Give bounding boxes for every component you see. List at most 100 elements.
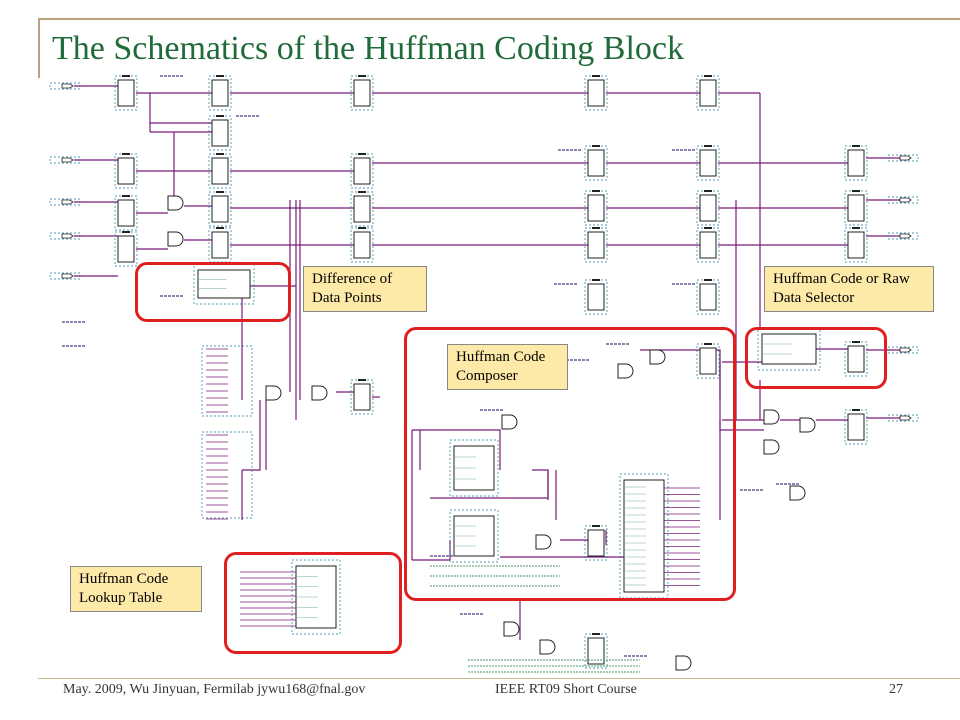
- gate-body: [617, 363, 634, 379]
- register-block: [584, 525, 608, 561]
- annotation-marks: [62, 75, 800, 673]
- mux-block: [619, 473, 669, 599]
- io-port: [887, 346, 919, 354]
- register-body: [353, 157, 371, 185]
- io-port: [49, 82, 81, 90]
- port-arrow: [899, 347, 912, 353]
- port-outline: [887, 232, 919, 240]
- logic-gate: [167, 231, 184, 247]
- register-block: [208, 75, 232, 111]
- register-block: [350, 191, 374, 227]
- wire: [412, 429, 501, 470]
- footer-center: IEEE RT09 Short Course: [495, 682, 637, 697]
- gate-body: [539, 639, 556, 655]
- port-outline: [49, 156, 81, 164]
- port-arrow: [61, 273, 74, 279]
- logic-gate: [503, 621, 520, 637]
- logic-gate: [535, 534, 552, 550]
- register-block: [696, 190, 720, 226]
- port-arrow: [899, 415, 912, 421]
- gate-body: [763, 439, 780, 455]
- register-block: [208, 191, 232, 227]
- highlight-selector: [745, 327, 887, 389]
- io-port: [49, 198, 81, 206]
- io-port: [887, 414, 919, 422]
- register-body: [353, 79, 371, 107]
- port-outline: [887, 346, 919, 354]
- register-body: [211, 119, 229, 147]
- mux-outline: [449, 439, 499, 497]
- bus-outline: [201, 431, 253, 519]
- register-body: [847, 413, 865, 441]
- register-body: [211, 79, 229, 107]
- register-block: [584, 190, 608, 226]
- register-body: [699, 347, 717, 375]
- register-block: [208, 115, 232, 151]
- register-body: [587, 283, 605, 311]
- port-outline: [49, 272, 81, 280]
- logic-gate: [763, 439, 780, 455]
- register-block: [696, 279, 720, 315]
- register-block: [844, 409, 868, 445]
- footer-rule: [38, 678, 960, 679]
- register-block: [584, 145, 608, 181]
- register-body: [847, 231, 865, 259]
- port-arrow: [61, 157, 74, 163]
- wire: [430, 469, 549, 499]
- register-body: [587, 231, 605, 259]
- register-block: [114, 231, 138, 267]
- components: [49, 75, 919, 673]
- port-arrow: [899, 233, 912, 239]
- left-rule: [38, 18, 40, 78]
- register-body: [211, 195, 229, 223]
- gate-body: [503, 621, 520, 637]
- register-body: [117, 79, 135, 107]
- gate-body: [675, 655, 692, 671]
- mux-block: [449, 509, 499, 563]
- io-port: [49, 272, 81, 280]
- register-body: [353, 383, 371, 411]
- port-outline: [887, 414, 919, 422]
- port-outline: [887, 154, 919, 162]
- gate-body: [311, 385, 328, 401]
- register-block: [584, 633, 608, 669]
- register-block: [350, 153, 374, 189]
- mux-outline: [449, 509, 499, 563]
- register-body: [587, 149, 605, 177]
- register-body: [117, 157, 135, 185]
- callout-lookup: Huffman Code Lookup Table: [70, 566, 202, 612]
- gate-body: [799, 417, 816, 433]
- wire: [242, 400, 261, 471]
- register-block: [208, 153, 232, 189]
- wire: [719, 420, 764, 431]
- register-block: [350, 379, 374, 415]
- register-block: [114, 75, 138, 111]
- logic-gate: [675, 655, 692, 671]
- highlight-composer: [404, 327, 736, 601]
- mux-block: [757, 327, 821, 371]
- gate-body: [649, 349, 666, 365]
- io-port: [49, 156, 81, 164]
- wire: [640, 349, 721, 400]
- register-block: [696, 75, 720, 111]
- logic-gate: [265, 385, 282, 401]
- register-body: [699, 283, 717, 311]
- io-port: [49, 232, 81, 240]
- port-arrow: [61, 199, 74, 205]
- port-arrow: [899, 197, 912, 203]
- register-body: [117, 199, 135, 227]
- mux-outline: [291, 559, 341, 635]
- io-port: [887, 154, 919, 162]
- register-body: [699, 231, 717, 259]
- register-body: [699, 149, 717, 177]
- schematic-diagram: [49, 75, 919, 673]
- composer-outputs: [664, 487, 700, 586]
- register-body: [587, 637, 605, 665]
- gate-body: [167, 231, 184, 247]
- register-block: [844, 227, 868, 263]
- register-body: [353, 231, 371, 259]
- io-port: [887, 232, 919, 240]
- register-body: [699, 79, 717, 107]
- logic-gate: [649, 349, 666, 365]
- register-block: [584, 75, 608, 111]
